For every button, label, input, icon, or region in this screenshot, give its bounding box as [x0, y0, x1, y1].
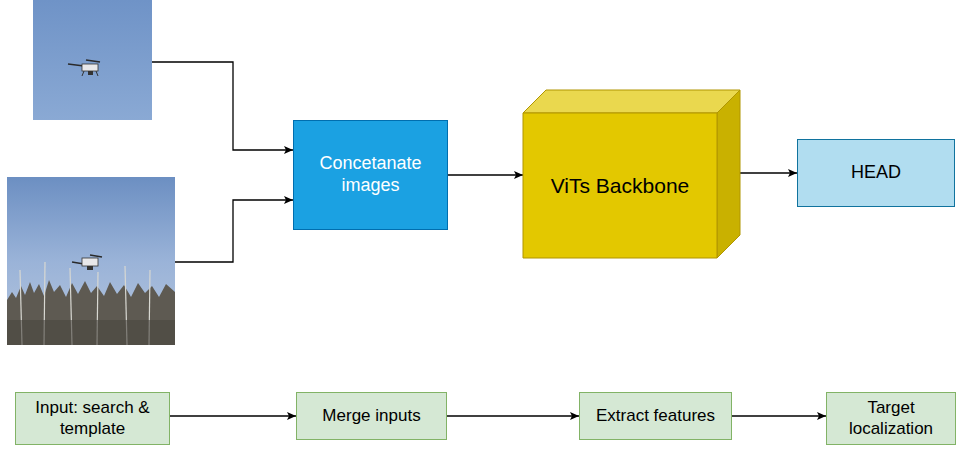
flow-arrow: [732, 415, 826, 416]
head-box: HEAD: [797, 139, 955, 207]
node-label: HEAD: [851, 162, 901, 184]
node-label: Concetanate images: [301, 153, 440, 196]
step-box: Merge inputs: [296, 392, 447, 440]
input-arrow: [175, 200, 293, 262]
node-label: Extract features: [596, 406, 715, 426]
flow-arrow: [447, 415, 579, 416]
node-label: ViTs Backbone: [551, 173, 690, 198]
template-image: [33, 0, 152, 120]
step-box: Target localization: [826, 392, 956, 445]
node-label: Target localization: [834, 398, 948, 439]
backbone-block: ViTs Backbone: [523, 113, 717, 258]
node-label: Input: search & template: [23, 398, 162, 439]
input-arrow: [152, 62, 293, 150]
search-image: [7, 177, 175, 345]
flow-arrow: [170, 415, 296, 416]
step-box: Extract features: [579, 392, 732, 440]
node-label: Merge inputs: [322, 406, 420, 426]
step-box: Input: search & template: [15, 392, 170, 445]
process-box: Concetanate images: [293, 120, 448, 230]
flow-arrow: [448, 174, 523, 175]
